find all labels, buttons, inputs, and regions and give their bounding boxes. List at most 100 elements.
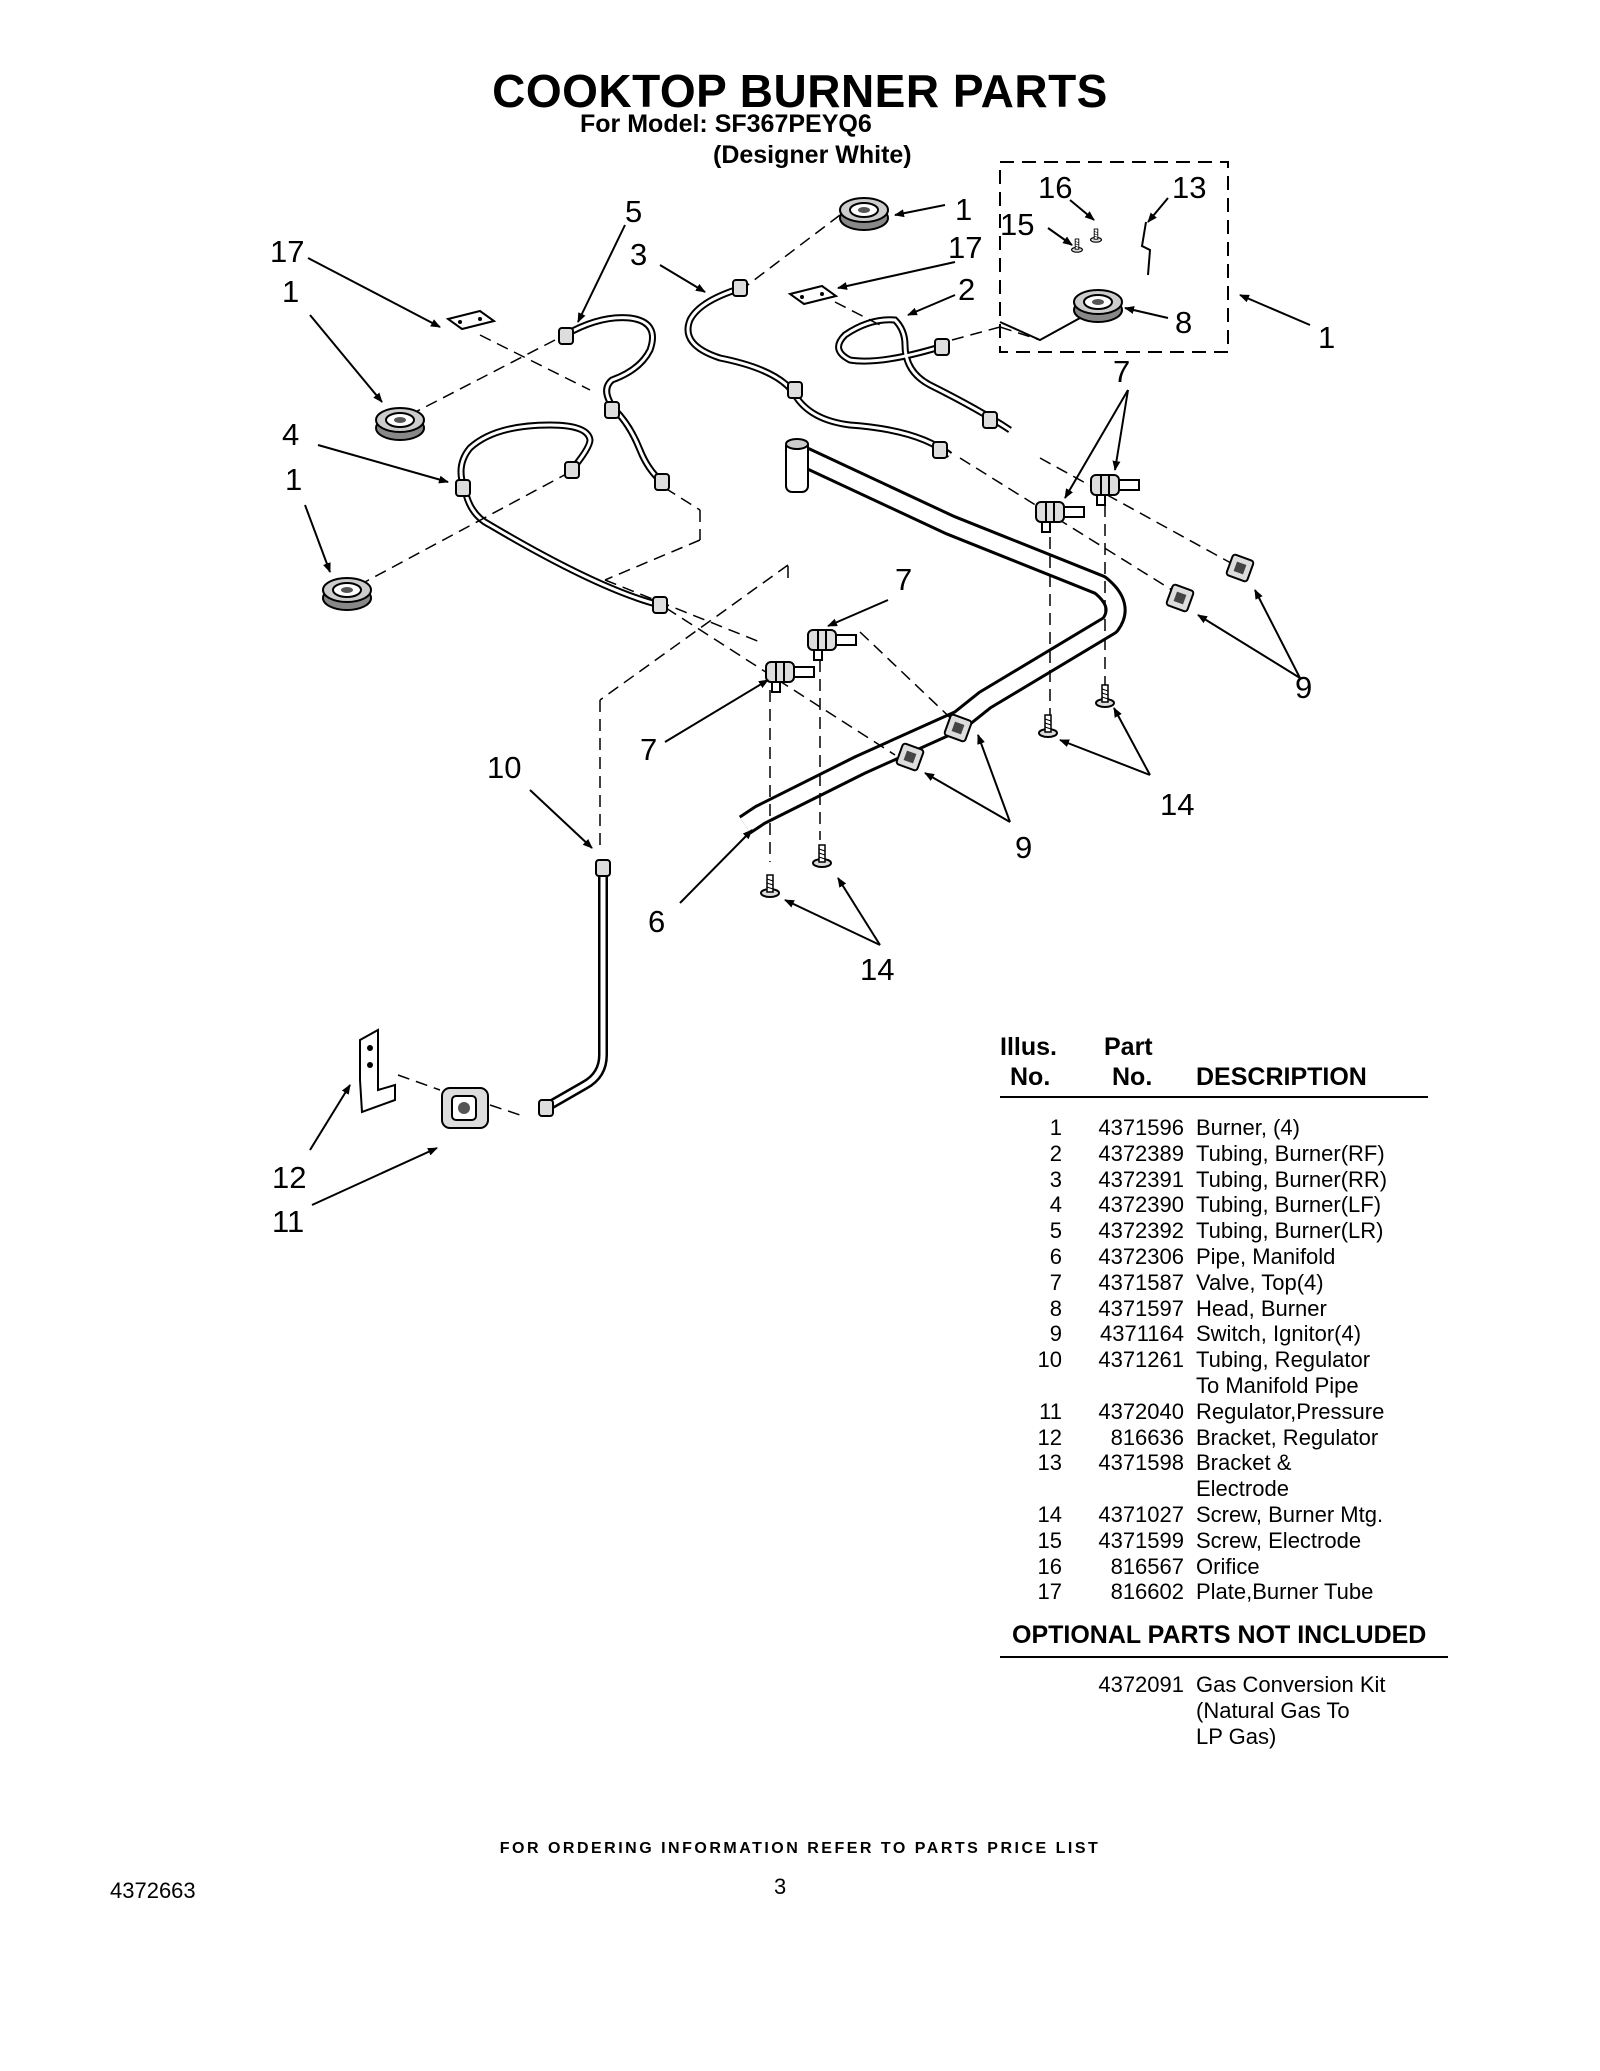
table-row: 10 4371261 Tubing, Regulator bbox=[1000, 1347, 1450, 1373]
optional-parts-title: OPTIONAL PARTS NOT INCLUDED bbox=[1012, 1621, 1427, 1649]
callout-4: 4 bbox=[282, 417, 299, 452]
part-description: Burner, (4) bbox=[1196, 1115, 1300, 1140]
part-description: Regulator,Pressure bbox=[1196, 1398, 1385, 1424]
callout-1: 1 bbox=[955, 192, 972, 227]
header-part: Part bbox=[1104, 1033, 1153, 1061]
page-title: COOKTOP BURNER PARTS bbox=[492, 65, 1108, 117]
callout-11: 11 bbox=[272, 1204, 304, 1239]
callout-7: 7 bbox=[895, 562, 912, 597]
part-number: 816567 bbox=[1110, 1553, 1184, 1579]
part-description: Screw, Burner Mtg. bbox=[1196, 1502, 1384, 1527]
part-number: 4372389 bbox=[1098, 1140, 1184, 1166]
callout-3: 3 bbox=[630, 237, 647, 272]
header-rule bbox=[1000, 1096, 1428, 1098]
illus-number: 14 bbox=[1037, 1502, 1062, 1527]
part-description: Electrode bbox=[1196, 1476, 1289, 1502]
illus-number: 5 bbox=[1049, 1218, 1062, 1244]
optional-part-number: 4372091 bbox=[1098, 1672, 1184, 1697]
callout-15: 15 bbox=[1000, 207, 1034, 242]
ordering-note: FOR ORDERING INFORMATION REFER TO PARTS … bbox=[499, 1840, 1101, 1857]
table-row: 7 4371587 Valve, Top(4) bbox=[1000, 1270, 1450, 1296]
part-description: Pipe, Manifold bbox=[1196, 1244, 1336, 1269]
header-illus: Illus. bbox=[1000, 1033, 1057, 1061]
callout-9: 9 bbox=[1015, 830, 1032, 865]
part-description: Valve, Top(4) bbox=[1196, 1269, 1324, 1295]
callout-5: 5 bbox=[625, 194, 642, 229]
part-description: Plate,Burner Tube bbox=[1196, 1579, 1374, 1605]
table-row: 8 4371597 Head, Burner bbox=[1000, 1296, 1450, 1322]
part-number: 4372391 bbox=[1098, 1166, 1184, 1192]
illus-number: 17 bbox=[1037, 1579, 1062, 1605]
callout-1: 1 bbox=[285, 462, 302, 497]
part-description: Tubing, Burner(RR) bbox=[1196, 1166, 1388, 1192]
part-description: Tubing, Regulator bbox=[1196, 1347, 1371, 1373]
part-number: 4371596 bbox=[1098, 1115, 1184, 1140]
table-row: To Manifold Pipe bbox=[1000, 1373, 1450, 1399]
callout-2: 2 bbox=[958, 272, 975, 307]
callout-7: 7 bbox=[640, 732, 657, 767]
part-description: Screw, Electrode bbox=[1196, 1527, 1362, 1553]
optional-rule bbox=[1000, 1656, 1448, 1658]
illus-number: 3 bbox=[1049, 1166, 1062, 1192]
callout-10: 10 bbox=[487, 750, 521, 785]
part-number: 816636 bbox=[1110, 1424, 1184, 1450]
table-row: 1 4371596 Burner, (4) bbox=[1000, 1115, 1450, 1141]
illus-number: 1 bbox=[1049, 1115, 1062, 1140]
model-line: For Model: SF367PEYQ6 bbox=[580, 110, 872, 138]
part-number: 4372040 bbox=[1098, 1398, 1184, 1424]
part-number: 4371597 bbox=[1098, 1295, 1184, 1321]
illus-number: 13 bbox=[1037, 1450, 1062, 1476]
part-description: Orifice bbox=[1196, 1553, 1260, 1579]
table-row: 16 816567 Orifice bbox=[1000, 1554, 1450, 1580]
part-description: Bracket & bbox=[1196, 1450, 1292, 1476]
table-row: 3 4372391 Tubing, Burner(RR) bbox=[1000, 1167, 1450, 1193]
callout-6: 6 bbox=[648, 904, 665, 939]
callout-7: 7 bbox=[1113, 354, 1130, 389]
callout-1: 1 bbox=[282, 274, 299, 309]
part-number: 4372306 bbox=[1098, 1244, 1184, 1269]
part-description: Switch, Ignitor(4) bbox=[1196, 1321, 1362, 1347]
callout-14: 14 bbox=[860, 952, 894, 987]
part-number: 4372390 bbox=[1098, 1192, 1184, 1218]
callout-12: 12 bbox=[272, 1160, 306, 1195]
callout-17: 17 bbox=[270, 234, 304, 269]
document-number: 4372663 bbox=[110, 1878, 196, 1903]
header-illus-no: No. bbox=[1010, 1063, 1051, 1091]
illus-number: 7 bbox=[1049, 1269, 1062, 1295]
part-number: 4371261 bbox=[1098, 1347, 1184, 1373]
page-number: 3 bbox=[774, 1874, 787, 1899]
optional-description: Gas Conversion Kit (Natural Gas To LP Ga… bbox=[1196, 1672, 1386, 1750]
optional-desc-line: Gas Conversion Kit bbox=[1196, 1672, 1386, 1697]
model-color: (Designer White) bbox=[713, 141, 912, 169]
header-description: DESCRIPTION bbox=[1196, 1063, 1367, 1091]
part-description: Tubing, Burner(LR) bbox=[1196, 1218, 1384, 1244]
callout-14: 14 bbox=[1160, 787, 1194, 822]
part-number: 4371587 bbox=[1098, 1269, 1184, 1295]
table-row: 17 816602 Plate,Burner Tube bbox=[1000, 1579, 1450, 1605]
part-number: 816602 bbox=[1110, 1579, 1184, 1605]
illus-number: 9 bbox=[1049, 1321, 1062, 1347]
illus-number: 11 bbox=[1039, 1398, 1062, 1424]
optional-desc-line: LP Gas) bbox=[1196, 1724, 1277, 1749]
callout-16: 16 bbox=[1038, 170, 1072, 205]
header-part-no: No. bbox=[1112, 1063, 1153, 1091]
illus-number: 8 bbox=[1049, 1295, 1062, 1321]
callout-17: 17 bbox=[948, 230, 982, 265]
part-description: To Manifold Pipe bbox=[1196, 1373, 1359, 1398]
illus-number: 10 bbox=[1037, 1347, 1062, 1373]
part-number: 4371598 bbox=[1098, 1450, 1184, 1476]
table-row: 13 4371598 Bracket & bbox=[1000, 1450, 1450, 1476]
part-number: 4371599 bbox=[1098, 1527, 1184, 1553]
part-number: 4371027 bbox=[1098, 1502, 1184, 1527]
optional-desc-line: (Natural Gas To bbox=[1196, 1698, 1350, 1723]
part-description: Tubing, Burner(RF) bbox=[1196, 1140, 1385, 1166]
illus-number: 16 bbox=[1037, 1553, 1062, 1579]
part-number: 4371164 bbox=[1099, 1321, 1184, 1347]
part-description: Head, Burner bbox=[1196, 1295, 1327, 1321]
